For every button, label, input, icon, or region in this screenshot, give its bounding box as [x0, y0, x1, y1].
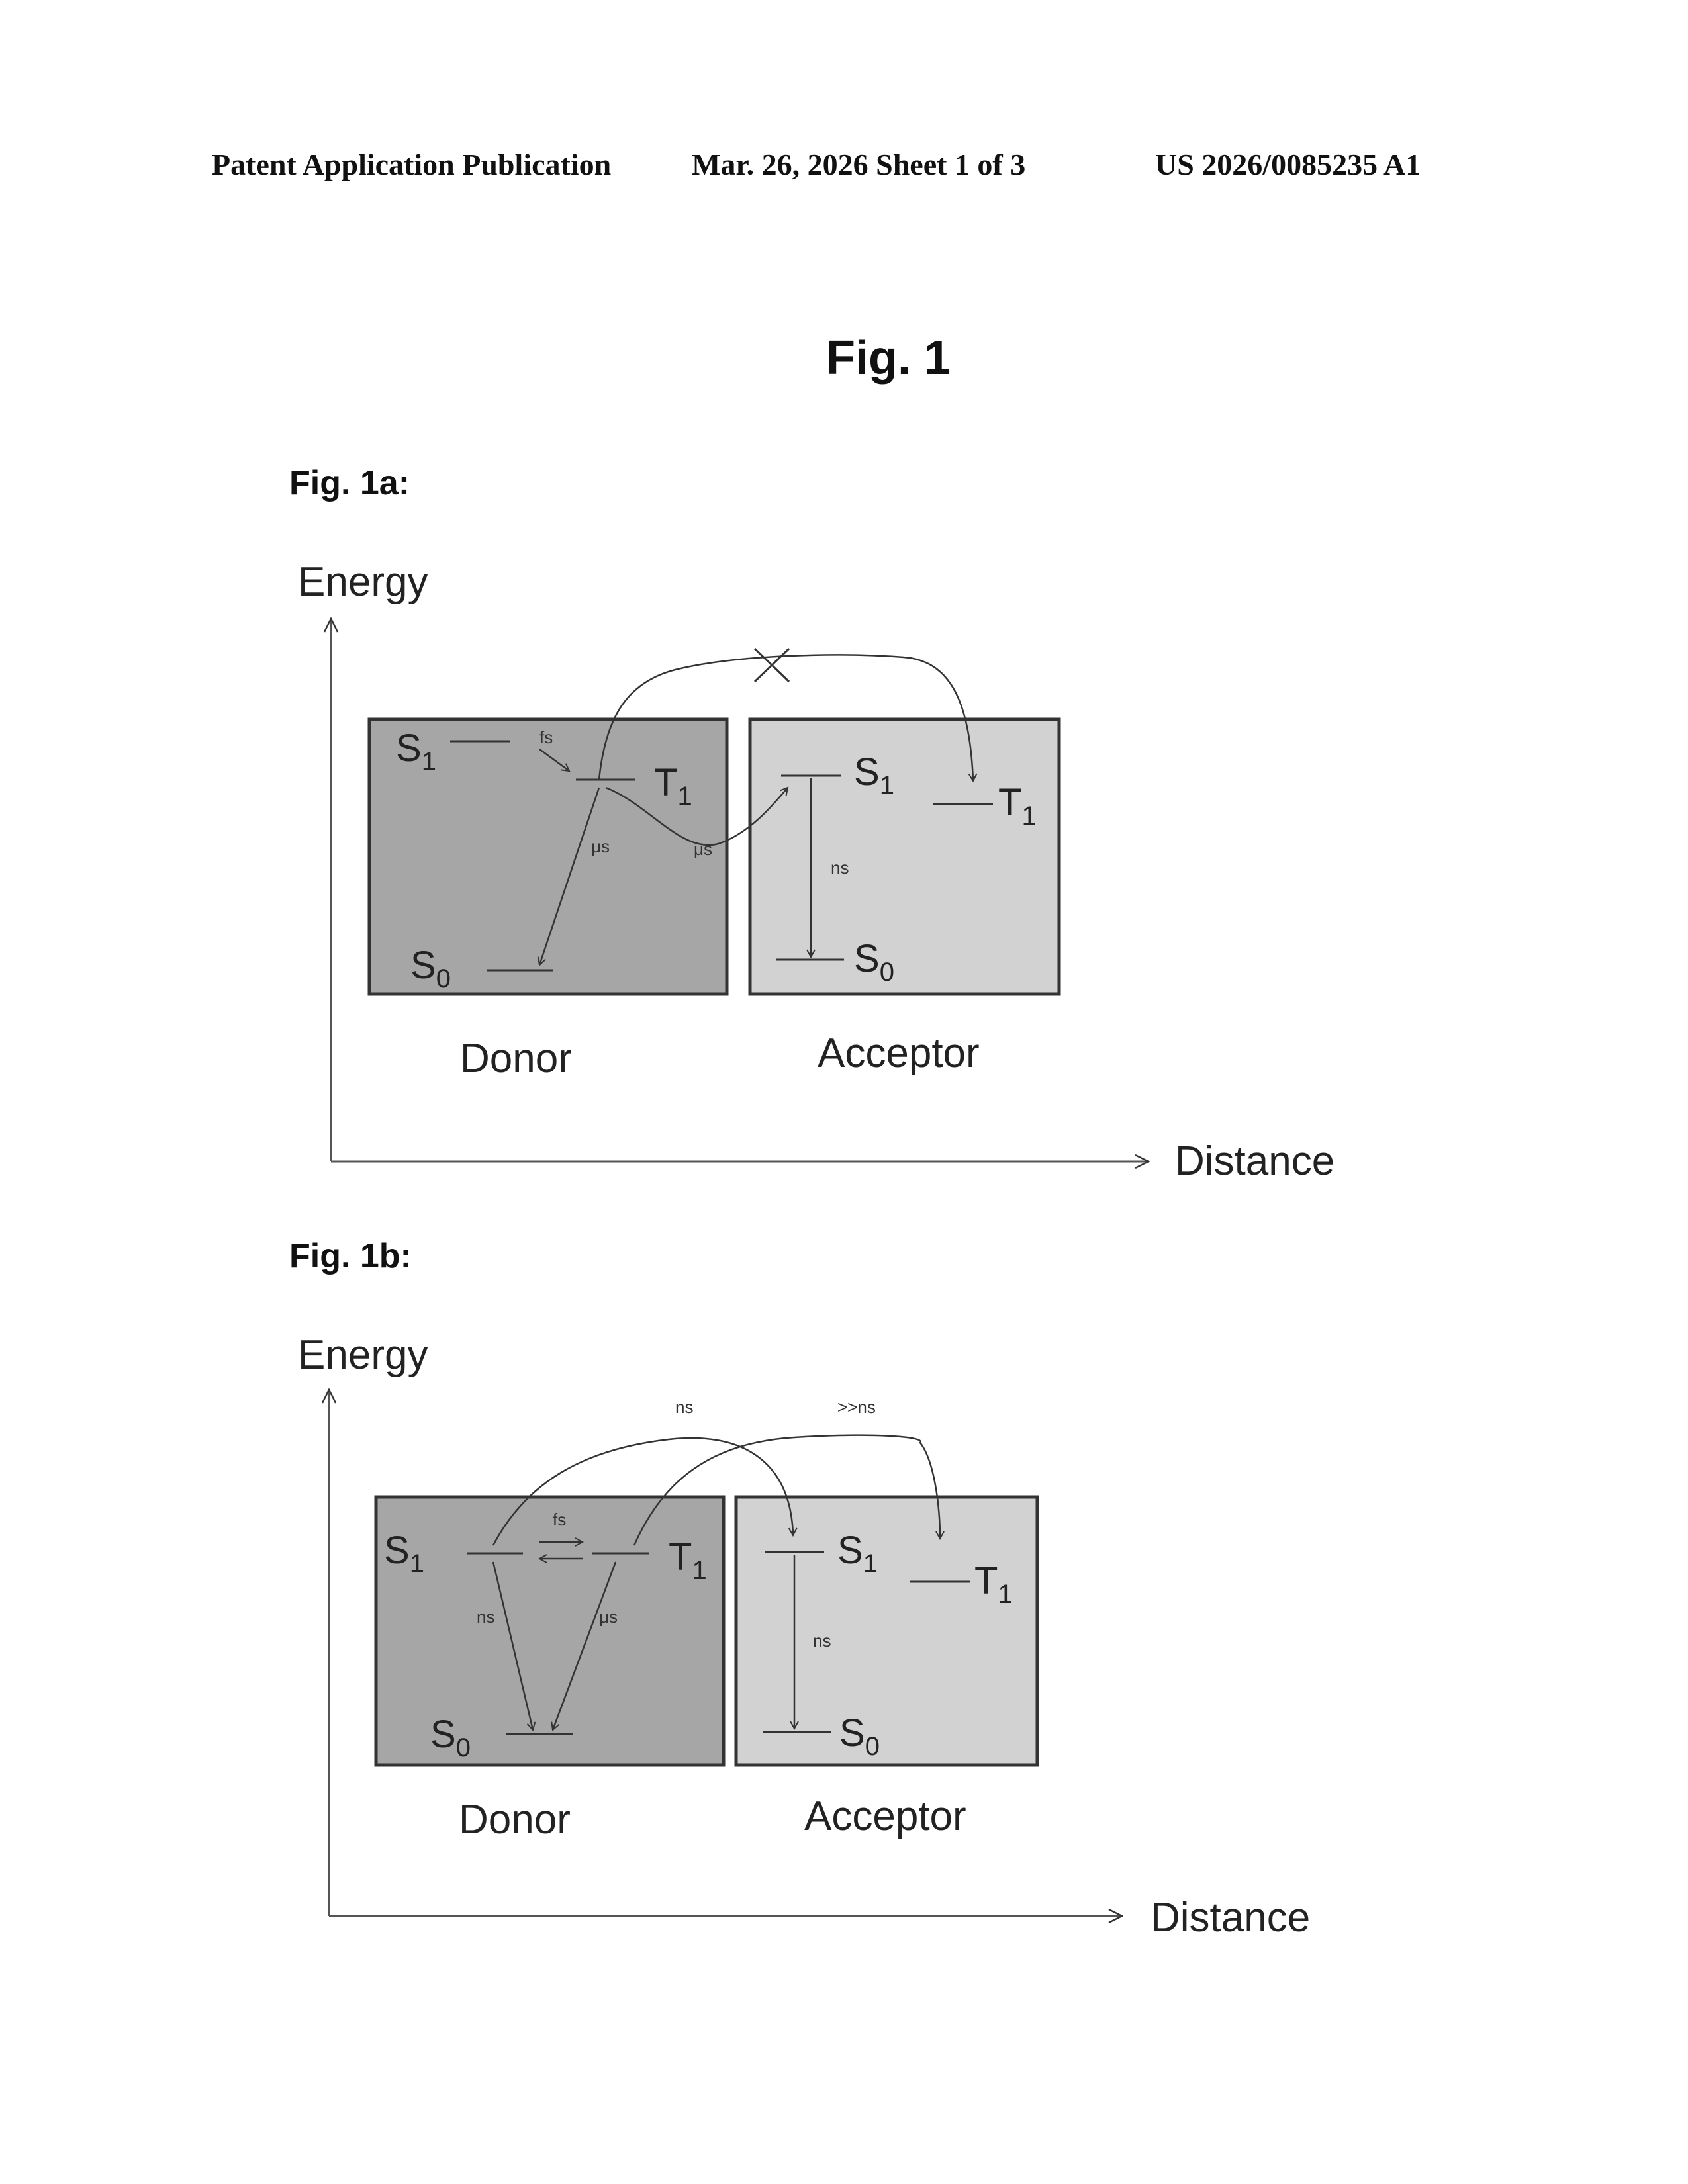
- fig-1b-isc-time: fs: [553, 1510, 566, 1529]
- fig-1b-acceptor-box: [736, 1497, 1037, 1765]
- fig-1a-transfer-time: μs: [694, 839, 712, 859]
- fig-1b-diagram: Energy Distance S1 T1 S0 fs ns μs ns >>n…: [298, 1332, 1310, 1940]
- fig-1b-acceptor-decay-time: ns: [813, 1631, 831, 1651]
- fig-1a-acceptor-box: [750, 719, 1059, 994]
- fig-1a-t1-decay-time: μs: [591, 837, 610, 856]
- fig-1a-y-axis-label: Energy: [298, 559, 428, 605]
- fig-1b-donor-t1-decay-time: μs: [599, 1607, 618, 1627]
- fig-1a-diagram: Energy Distance S1 T1 S0 fs μs μs S1 T1 …: [298, 559, 1335, 1184]
- fig-1b-donor-s1-decay-time: ns: [477, 1607, 494, 1627]
- fig-1b-triplet-transfer-time: >>ns: [837, 1397, 876, 1417]
- fig-1b-acceptor-label: Acceptor: [804, 1794, 966, 1839]
- fig-1a-donor-label: Donor: [460, 1036, 572, 1081]
- fig-1b-singlet-transfer-time: ns: [675, 1397, 693, 1417]
- fig-1a-acceptor-decay-time: ns: [831, 858, 849, 878]
- fig-1a-x-axis-label: Distance: [1175, 1138, 1335, 1184]
- fig-1a-isc-time: fs: [539, 727, 553, 747]
- fig-1b-y-axis-label: Energy: [298, 1332, 428, 1378]
- fig-1b-x-axis-label: Distance: [1150, 1895, 1310, 1940]
- fig-1a-acceptor-label: Acceptor: [818, 1030, 980, 1076]
- fig-1b-donor-label: Donor: [459, 1797, 571, 1843]
